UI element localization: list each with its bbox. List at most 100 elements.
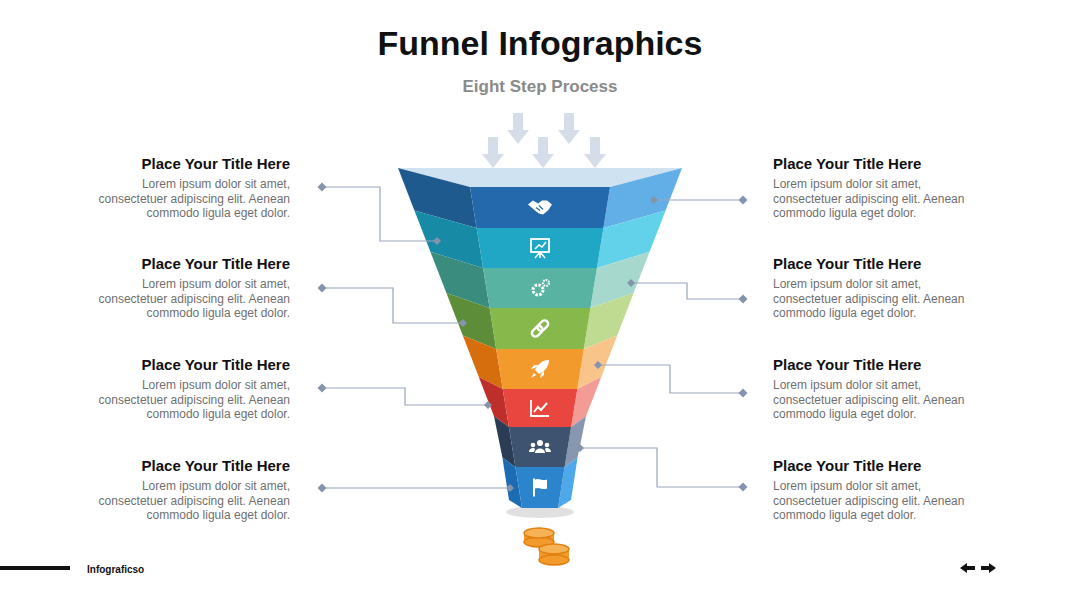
callout-body: Lorem ipsum dolor sit amet, consectetuer… (773, 479, 978, 523)
leader-line (322, 388, 488, 405)
leader-marker (318, 484, 327, 493)
leader-marker (459, 319, 467, 327)
callout-body: Lorem ipsum dolor sit amet, consectetuer… (773, 378, 978, 422)
board-chart (535, 242, 546, 249)
callout-heading: Place Your Title Here (85, 255, 290, 273)
callout-heading: Place Your Title Here (773, 457, 978, 475)
person-head (537, 440, 543, 446)
subtitle: Eight Step Process (0, 76, 1080, 98)
leader-line (631, 283, 743, 299)
callout-heading: Place Your Title Here (85, 457, 290, 475)
callout-body: Lorem ipsum dolor sit amet, consectetuer… (85, 479, 290, 523)
callout-body: Lorem ipsum dolor sit amet, consectetuer… (773, 177, 978, 221)
person-head (531, 443, 536, 448)
funnel-band-right (571, 377, 601, 427)
down-arrow (532, 137, 554, 168)
chart-line (534, 403, 547, 412)
callout-heading: Place Your Title Here (773, 356, 978, 374)
leader-marker (650, 196, 658, 204)
footer-bar (0, 566, 70, 570)
leader-marker (594, 361, 602, 369)
band-icon (531, 400, 549, 416)
leader-marker (739, 295, 748, 304)
gear-icon (533, 285, 543, 295)
board-legs (535, 252, 545, 258)
text-callout: Place Your Title HereLorem ipsum dolor s… (85, 457, 290, 523)
text-callout: Place Your Title HereLorem ipsum dolor s… (773, 356, 978, 422)
gear-icon (543, 280, 549, 286)
band-icon (528, 201, 552, 215)
down-arrow (507, 113, 529, 144)
leader-marker (318, 384, 327, 393)
person-head (545, 443, 550, 448)
text-callout: Place Your Title HereLorem ipsum dolor s… (773, 457, 978, 523)
text-callout: Place Your Title HereLorem ipsum dolor s… (85, 255, 290, 321)
funnel-band-front (503, 389, 578, 427)
leader-line (322, 288, 463, 323)
callout-body: Lorem ipsum dolor sit amet, consectetuer… (773, 277, 978, 321)
callout-body: Lorem ipsum dolor sit amet, consectetuer… (85, 277, 290, 321)
down-arrow (584, 137, 606, 168)
band-icon (531, 239, 549, 258)
flag-pole (533, 479, 535, 497)
rocket-fins (531, 365, 544, 378)
leader-marker (739, 196, 748, 205)
funnel-band-left (479, 377, 509, 427)
coins (524, 528, 569, 565)
leader-line (654, 199, 743, 200)
leader-marker (627, 279, 635, 287)
funnel-band-front (515, 467, 564, 508)
flag-icon (535, 479, 547, 489)
leader-line (322, 487, 510, 488)
leader-marker (739, 389, 748, 398)
coin (524, 528, 554, 538)
brand-label: Infograficso (87, 563, 144, 577)
text-callout: Place Your Title HereLorem ipsum dolor s… (85, 155, 290, 221)
leader-line (580, 448, 743, 487)
coin (539, 544, 569, 554)
band-icon (534, 479, 547, 497)
leader-line (598, 365, 743, 393)
band-icon (529, 440, 551, 453)
funnel-band-front (477, 228, 604, 268)
link-icon (536, 319, 549, 332)
callout-body: Lorem ipsum dolor sit amet, consectetuer… (85, 177, 290, 221)
title: Funnel Infographics (0, 22, 1080, 64)
nav-arrow-left (960, 563, 975, 573)
leader-line (322, 187, 437, 241)
leader-marker (576, 444, 584, 452)
funnel-band-front (470, 187, 610, 228)
leader-lines (318, 183, 748, 493)
board-icon (531, 239, 549, 252)
band-icon (530, 319, 549, 338)
text-callout: Place Your Title HereLorem ipsum dolor s… (85, 356, 290, 422)
funnel-band-front (490, 308, 591, 349)
leader-marker (739, 483, 748, 492)
funnel (398, 168, 682, 508)
coin (539, 555, 569, 565)
text-callout: Place Your Title HereLorem ipsum dolor s… (773, 155, 978, 221)
funnel-band-front (496, 349, 584, 389)
callout-heading: Place Your Title Here (773, 255, 978, 273)
leader-marker (506, 484, 514, 492)
rocket-icon (535, 360, 549, 374)
text-callout: Place Your Title HereLorem ipsum dolor s… (773, 255, 978, 321)
leader-marker (484, 401, 492, 409)
chart-axes (531, 400, 549, 416)
leader-marker (433, 237, 441, 245)
input-arrows (482, 113, 606, 168)
handshake-icon (528, 201, 552, 215)
nav-arrow-right (981, 563, 996, 573)
down-arrow (558, 113, 580, 144)
callout-heading: Place Your Title Here (85, 356, 290, 374)
funnel-band-front (509, 427, 571, 467)
handshake-detail (536, 206, 543, 211)
funnel-band-front (483, 268, 597, 308)
band-icon (531, 360, 549, 378)
leader-marker (318, 284, 327, 293)
callout-heading: Place Your Title Here (85, 155, 290, 173)
down-arrow (482, 137, 504, 168)
callout-heading: Place Your Title Here (773, 155, 978, 173)
band-icon (533, 280, 549, 295)
person-body (529, 448, 551, 453)
